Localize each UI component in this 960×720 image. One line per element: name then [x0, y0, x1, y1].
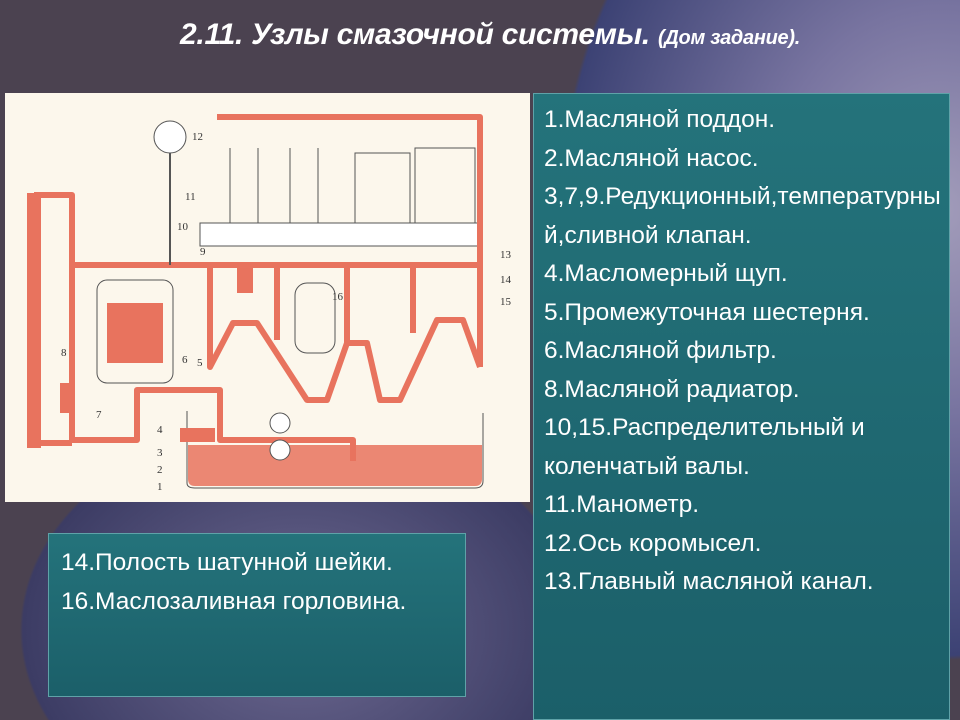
lubrication-system-diagram: 1 2 3 4 5 6 7 8 9 10 11 12 13 14 15 16 [5, 93, 530, 502]
oil-in-pan [188, 445, 482, 486]
label-5: 5 [197, 357, 203, 369]
legend-item: 6.Масляной фильтр. [544, 337, 777, 364]
camshaft [199, 222, 481, 247]
label-16: 16 [332, 291, 344, 303]
legend-item: 3,7,9.Редукционный,температурный,сливной… [544, 183, 941, 249]
label-12: 12 [192, 131, 203, 143]
legend-item: 13.Главный масляной канал. [544, 568, 874, 595]
legend-item: 16.Маслозаливная горловина. [61, 587, 407, 615]
legend-item: 8.Масляной радиатор. [544, 375, 800, 403]
legend-item: 12.Ось коромысел. [544, 529, 762, 557]
label-2: 2 [157, 464, 163, 476]
label-1: 1 [157, 481, 163, 493]
oil-filter [96, 279, 174, 384]
label-15: 15 [500, 296, 512, 308]
legend-item: 14.Полость шатунной шейки. [61, 549, 393, 576]
legend-item: 1.Масляной поддон. [544, 106, 776, 133]
label-14: 14 [500, 274, 512, 286]
diagram-number-labels: 1 2 3 4 5 6 7 8 9 10 11 12 13 14 15 16 [61, 131, 512, 493]
label-4: 4 [157, 424, 163, 436]
legend-item: 5.Промежуточная шестерня. [544, 298, 870, 326]
oil-pipes [27, 114, 483, 461]
legend-panel-right: 1.Масляной поддон. 2.Масляной насос. 3,7… [533, 93, 950, 720]
label-9: 9 [200, 246, 206, 258]
pressure-gauge [153, 120, 187, 154]
label-7: 7 [96, 409, 102, 421]
legend-item: 10,15.Распределительный и коленчатый вал… [544, 414, 865, 480]
label-8: 8 [61, 347, 67, 359]
label-11: 11 [185, 191, 196, 203]
legend-panel-left: 14.Полость шатунной шейки. 16.Маслозалив… [48, 533, 466, 697]
label-6: 6 [182, 354, 188, 366]
label-13: 13 [500, 249, 512, 261]
label-10: 10 [177, 221, 189, 233]
slide-title: 2.11. Узлы смазочной системы. (Дом задан… [180, 18, 800, 51]
legend-item: 2.Масляной насос. [544, 144, 759, 172]
legend-item: 11.Манометр. [544, 491, 700, 518]
label-3: 3 [157, 447, 163, 459]
legend-item: 4.Масломерный щуп. [544, 260, 788, 287]
